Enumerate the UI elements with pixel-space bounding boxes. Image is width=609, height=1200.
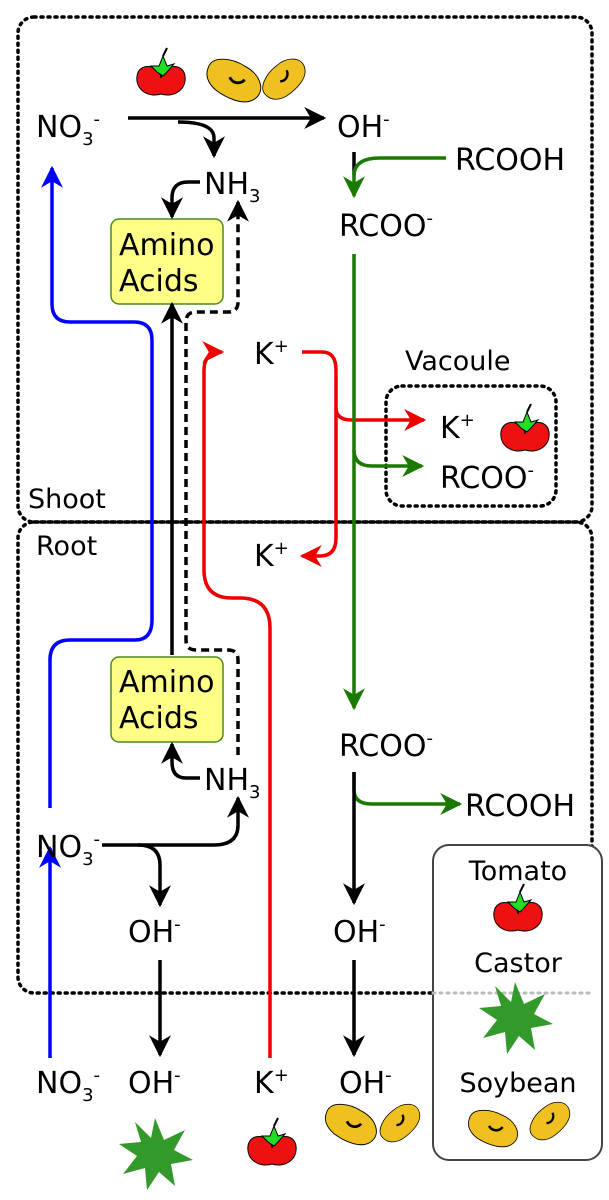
root-rcoo-label: RCOO-	[339, 728, 433, 764]
nitrate-transport-path	[41, 165, 154, 808]
root-label: Root	[36, 531, 97, 562]
root-amino-line2: Acids	[119, 701, 199, 736]
shoot-nh3-to-amino-arrow	[161, 180, 200, 220]
soil-oh-right-label: OH-	[339, 1065, 392, 1101]
shoot-k-label: K+	[254, 336, 289, 372]
shoot-region	[16, 15, 594, 524]
soil-oh-left-label: OH-	[128, 1065, 181, 1101]
root-no3-to-nh3-arrow	[102, 795, 249, 847]
root-amino-line1: Amino	[119, 665, 214, 700]
shoot-label: Shoot	[28, 484, 106, 515]
soybean-icon	[201, 55, 267, 107]
potassium-to-vacuole-arrow	[334, 407, 427, 431]
vacuole-label: Vacoule	[405, 346, 511, 377]
soil-no3-label: NO3-	[36, 1065, 100, 1106]
vacuole-k-label: K+	[440, 410, 475, 446]
root-no3-label: NO3-	[36, 829, 100, 870]
shoot-nh3-label: NH3	[204, 167, 260, 207]
shoot-oh-label: OH-	[337, 109, 390, 145]
root-oh-left-label: OH-	[128, 914, 181, 950]
root-rcooh-label: RCOOH	[465, 789, 575, 824]
legend-soybean-label: Soybean	[459, 1068, 576, 1099]
root-rcoo-to-rcooh-arrow	[352, 772, 463, 815]
shoot-amino-line1: Amino	[119, 228, 214, 263]
root-oh-right-label: OH-	[333, 914, 386, 950]
soil-k-label: K+	[254, 1065, 289, 1101]
shoot-no3-to-nh3-arrow	[177, 120, 225, 159]
potassium-transport-path	[202, 341, 272, 1058]
shoot-rcoo-label: RCOO-	[339, 208, 433, 244]
tomato-icon	[135, 47, 187, 97]
soybean-icon	[256, 49, 312, 109]
root-no3-to-oh-arrow	[137, 843, 171, 908]
soybean-icon	[374, 1095, 426, 1151]
root-region	[16, 520, 594, 995]
vacuole-region	[384, 384, 558, 508]
root-nh3-label: NH3	[204, 763, 260, 803]
vacuole-rcoo-label: RCOO-	[440, 460, 534, 496]
tomato-icon	[246, 1117, 298, 1167]
shoot-amino-to-nh3-dashed	[184, 204, 240, 630]
legend-castor-label: Castor	[474, 948, 563, 979]
shoot-no3-label: NO3-	[36, 109, 100, 150]
shoot-amino-line2: Acids	[119, 264, 199, 299]
root-k-label: K+	[254, 538, 289, 574]
carboxylate-to-vacuole-arrow	[352, 449, 425, 477]
shoot-rcooh-label: RCOOH	[455, 143, 565, 178]
potassium-recycle-path	[299, 350, 338, 567]
rcooh-uptake-arrow	[343, 156, 446, 199]
root-nh3-to-amino-arrow	[161, 741, 200, 780]
castor-icon	[119, 1118, 193, 1190]
legend-tomato-label: Tomato	[468, 856, 567, 887]
soybean-icon	[320, 1100, 382, 1149]
tomato-icon	[499, 403, 551, 453]
